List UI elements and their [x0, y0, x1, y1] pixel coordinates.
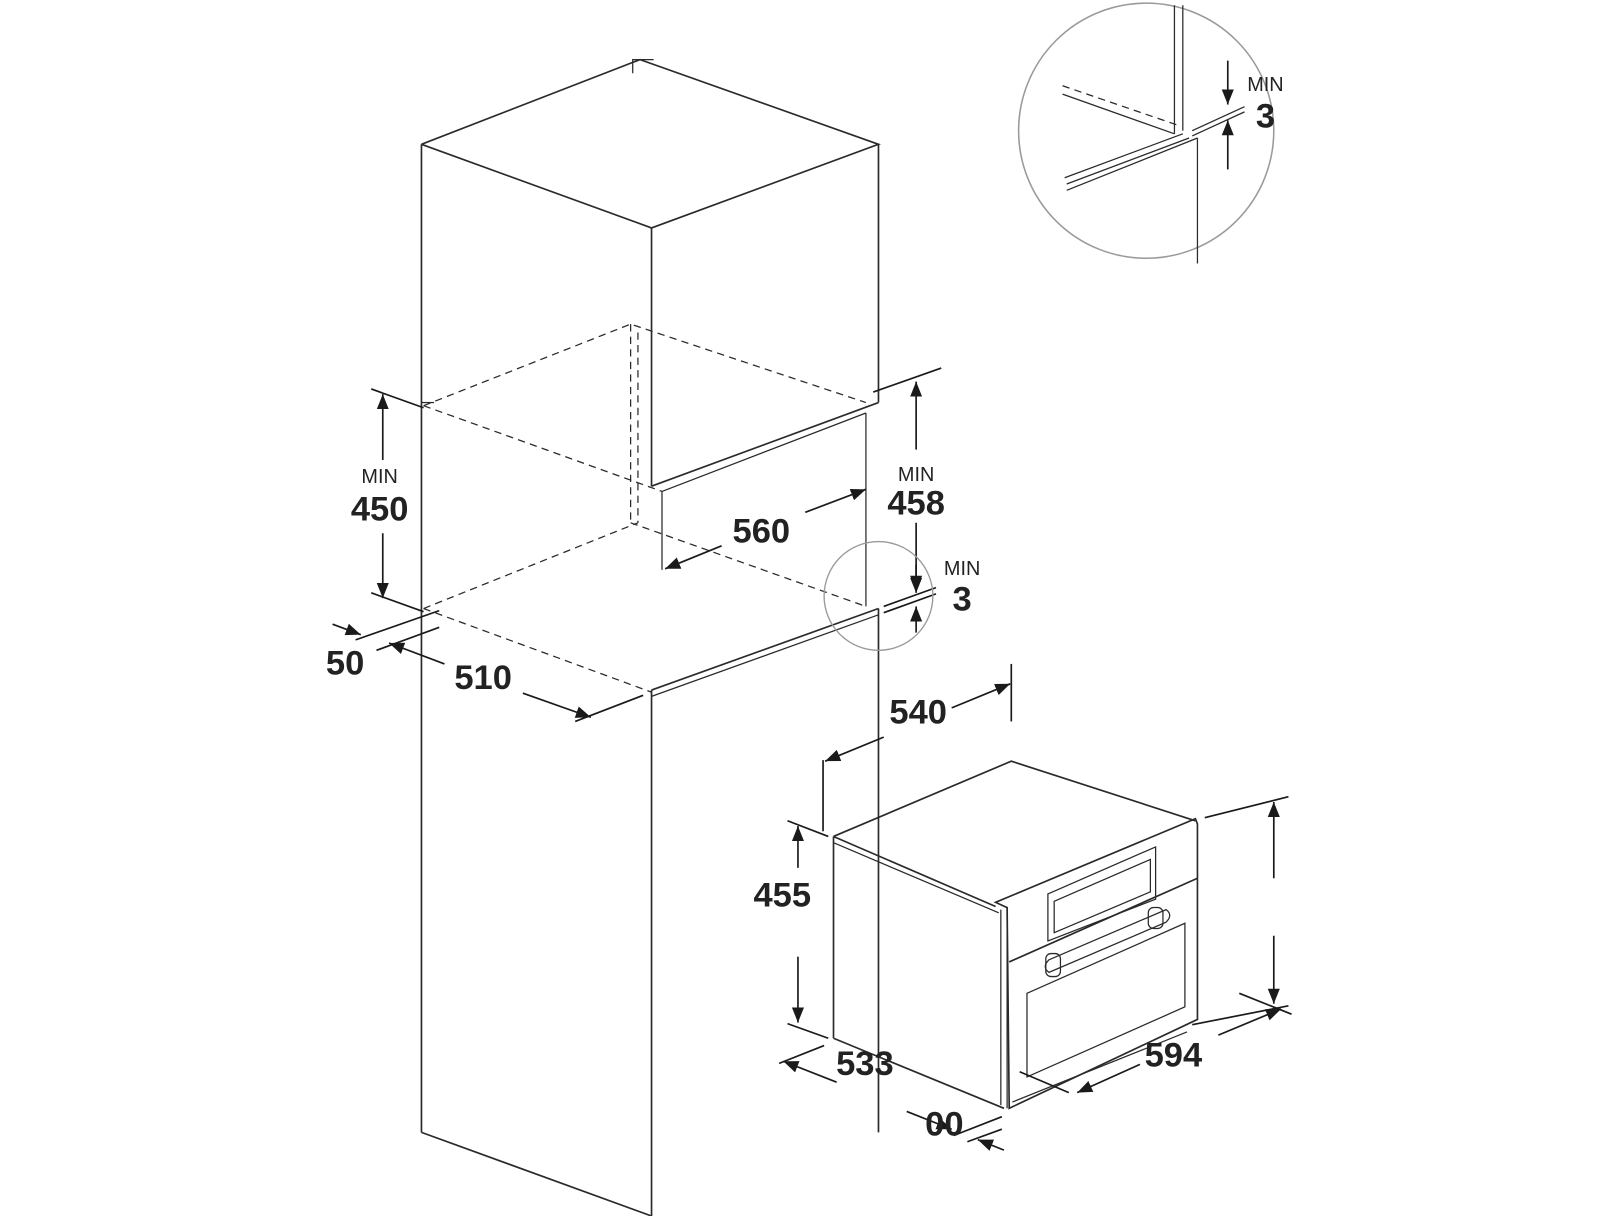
dimension-oven-width: 594 [1019, 992, 1292, 1094]
min-label: MIN [944, 558, 980, 580]
detail-circle-marker [823, 540, 934, 652]
dimension-niche-front-height: MIN 458 [872, 367, 945, 591]
niche-height-value: 450 [351, 491, 409, 529]
dimension-niche-width: 560 [664, 488, 867, 570]
dimension-oven-depth: 540 [822, 663, 1013, 832]
gap-detail-circle: MIN 3 [1017, 2, 1284, 264]
dimension-niche-depth: 510 [388, 642, 644, 723]
dimension-oven-body-depth: 533 [778, 1044, 952, 1130]
oven-body-depth-value: 533 [836, 1045, 894, 1083]
dimension-niche-height: MIN 450 [351, 388, 424, 613]
min-label: MIN [1247, 74, 1283, 96]
oven-width-value: 594 [1145, 1036, 1203, 1074]
tall-cabinet [420, 58, 881, 1216]
front-offset-value: 00 [925, 1105, 963, 1143]
gap-value: 3 [953, 581, 972, 619]
oven-body-height-value: 455 [753, 877, 811, 915]
rear-clearance-value: 50 [326, 644, 364, 682]
dimension-front-offset: 00 [925, 1105, 1005, 1151]
niche-front-height-value: 458 [887, 484, 945, 522]
dimension-rear-clearance: 50 [326, 609, 440, 682]
niche-width-value: 560 [733, 513, 791, 551]
min-label: MIN [898, 464, 934, 486]
oven [832, 760, 1199, 1110]
dimension-oven-body-height: 455 [753, 819, 829, 1040]
dimension-gap: MIN 3 [823, 540, 980, 652]
dimension-oven-front-height [1192, 795, 1289, 1026]
gap-zoom-value: 3 [1256, 98, 1275, 136]
oven-depth-value: 540 [889, 694, 947, 732]
min-label: MIN [361, 466, 397, 488]
niche-depth-value: 510 [454, 659, 512, 697]
